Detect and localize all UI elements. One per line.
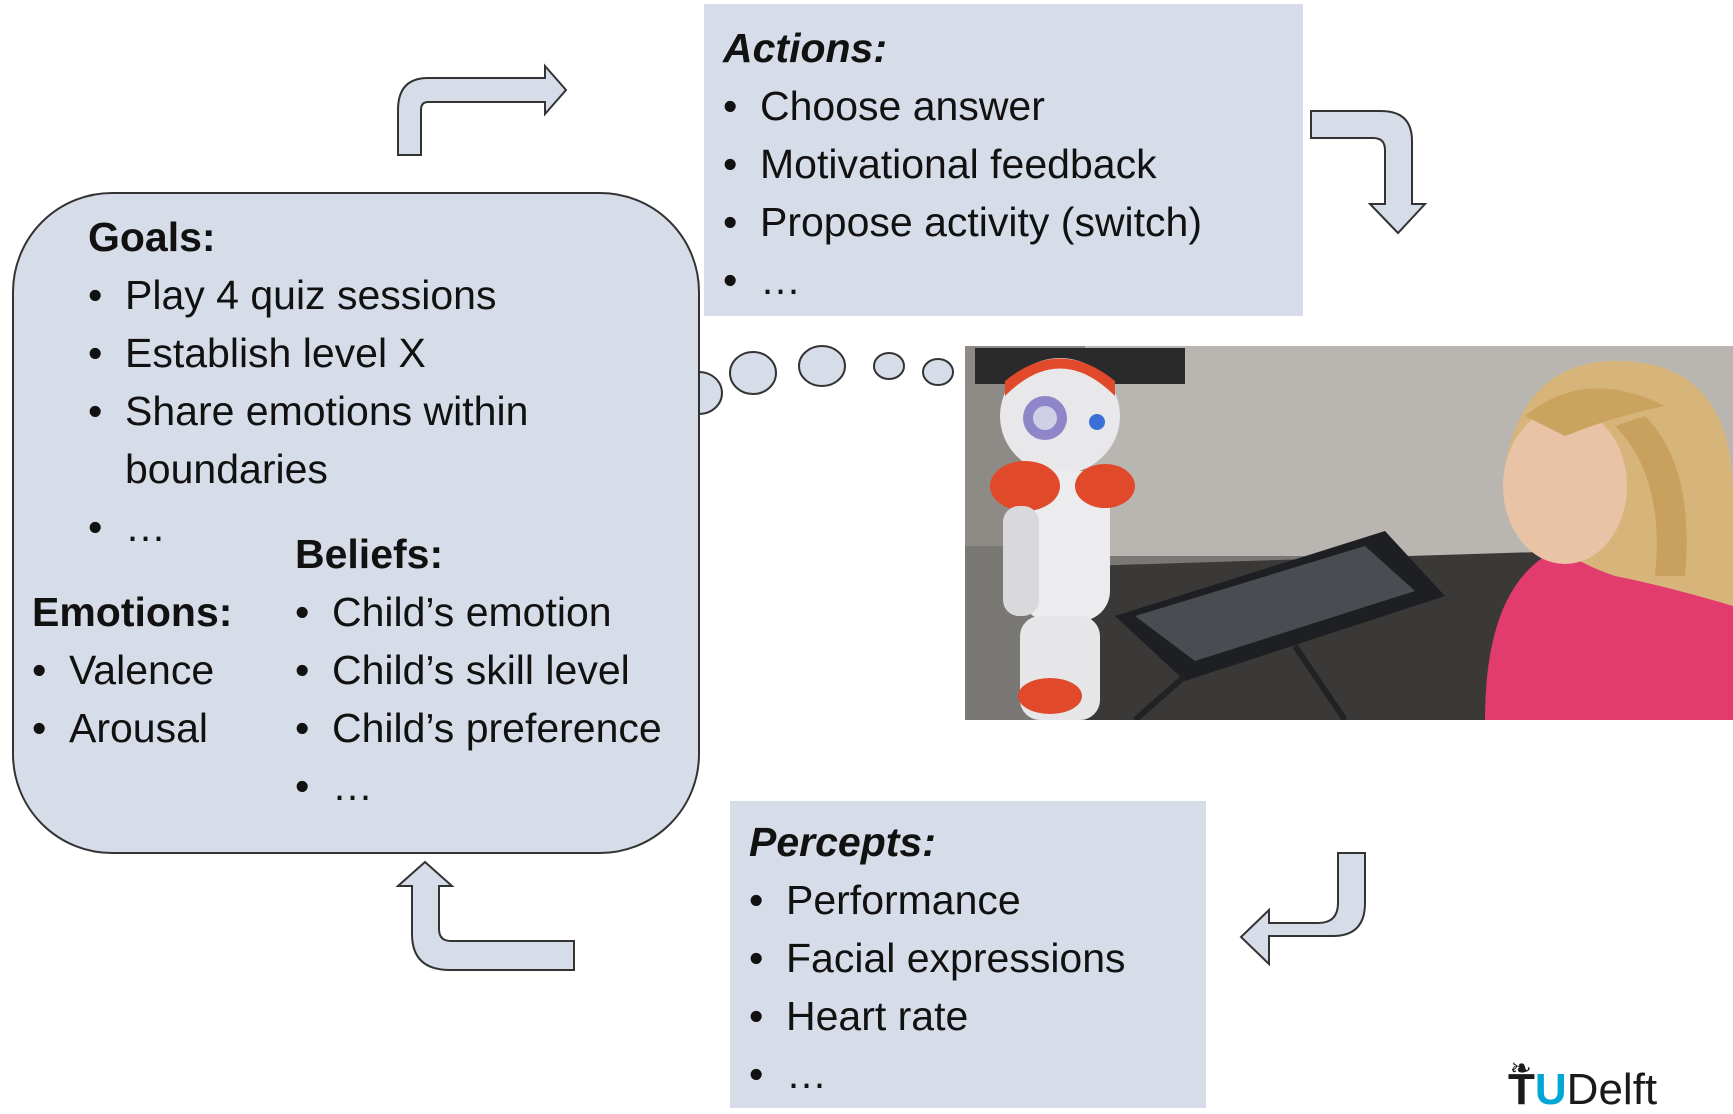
thought-bubble	[922, 358, 954, 386]
robot-child-photo	[965, 346, 1733, 720]
goals-item: …	[88, 498, 645, 556]
beliefs-section: Beliefs: Child’s emotion Child’s skill l…	[295, 525, 662, 815]
arrow-percepts-to-goals	[395, 860, 575, 971]
arrow-goals-to-actions	[397, 63, 568, 156]
goals-section: Goals: Play 4 quiz sessions Establish le…	[88, 208, 645, 556]
percepts-item: Performance	[749, 871, 1206, 929]
beliefs-item: Child’s emotion	[295, 583, 662, 641]
beliefs-item: Child’s skill level	[295, 641, 662, 699]
percepts-item: …	[749, 1045, 1206, 1103]
photo-illustration	[965, 346, 1733, 720]
actions-list: Choose answer Motivational feedback Prop…	[723, 77, 1303, 309]
actions-item: Propose activity (switch)	[723, 193, 1303, 251]
tudelft-logo: ❧TUDelft	[1508, 1053, 1658, 1114]
emotions-section: Emotions: Valence Arousal	[32, 583, 232, 757]
thought-bubble	[873, 352, 905, 380]
robot-figure	[990, 358, 1135, 720]
flame-icon: ❧	[1510, 1053, 1532, 1083]
beliefs-list: Child’s emotion Child’s skill level Chil…	[295, 583, 662, 815]
actions-item: Choose answer	[723, 77, 1303, 135]
goals-item: Play 4 quiz sessions	[88, 266, 645, 324]
logo-delft: Delft	[1566, 1065, 1658, 1114]
emotions-list: Valence Arousal	[32, 641, 232, 757]
beliefs-heading: Beliefs:	[295, 531, 444, 577]
thought-bubble	[798, 345, 846, 387]
arrow-actions-to-scene	[1310, 110, 1428, 235]
goals-heading: Goals:	[88, 214, 216, 260]
goals-list: Play 4 quiz sessions Establish level X S…	[88, 266, 645, 556]
goals-item: Establish level X	[88, 324, 645, 382]
child-figure	[1485, 360, 1733, 720]
percepts-panel: Percepts: Performance Facial expressions…	[730, 801, 1206, 1108]
emotions-heading: Emotions:	[32, 589, 233, 635]
actions-item: Motivational feedback	[723, 135, 1303, 193]
emotions-item: Arousal	[32, 699, 232, 757]
percepts-list: Performance Facial expressions Heart rat…	[749, 871, 1206, 1103]
thought-bubble	[729, 351, 777, 395]
actions-panel: Actions: Choose answer Motivational feed…	[704, 4, 1303, 316]
percepts-item: Facial expressions	[749, 929, 1206, 987]
goals-item: Share emotions within boundaries	[88, 382, 645, 498]
beliefs-item: …	[295, 757, 662, 815]
emotions-item: Valence	[32, 641, 232, 699]
beliefs-item: Child’s preference	[295, 699, 662, 757]
percepts-item: Heart rate	[749, 987, 1206, 1045]
logo-t: T	[1508, 1065, 1535, 1114]
arrow-scene-to-percepts	[1239, 852, 1366, 967]
logo-u: U	[1534, 1065, 1567, 1114]
actions-item: …	[723, 251, 1303, 309]
percepts-heading: Percepts:	[749, 819, 936, 865]
actions-heading: Actions:	[723, 25, 887, 71]
